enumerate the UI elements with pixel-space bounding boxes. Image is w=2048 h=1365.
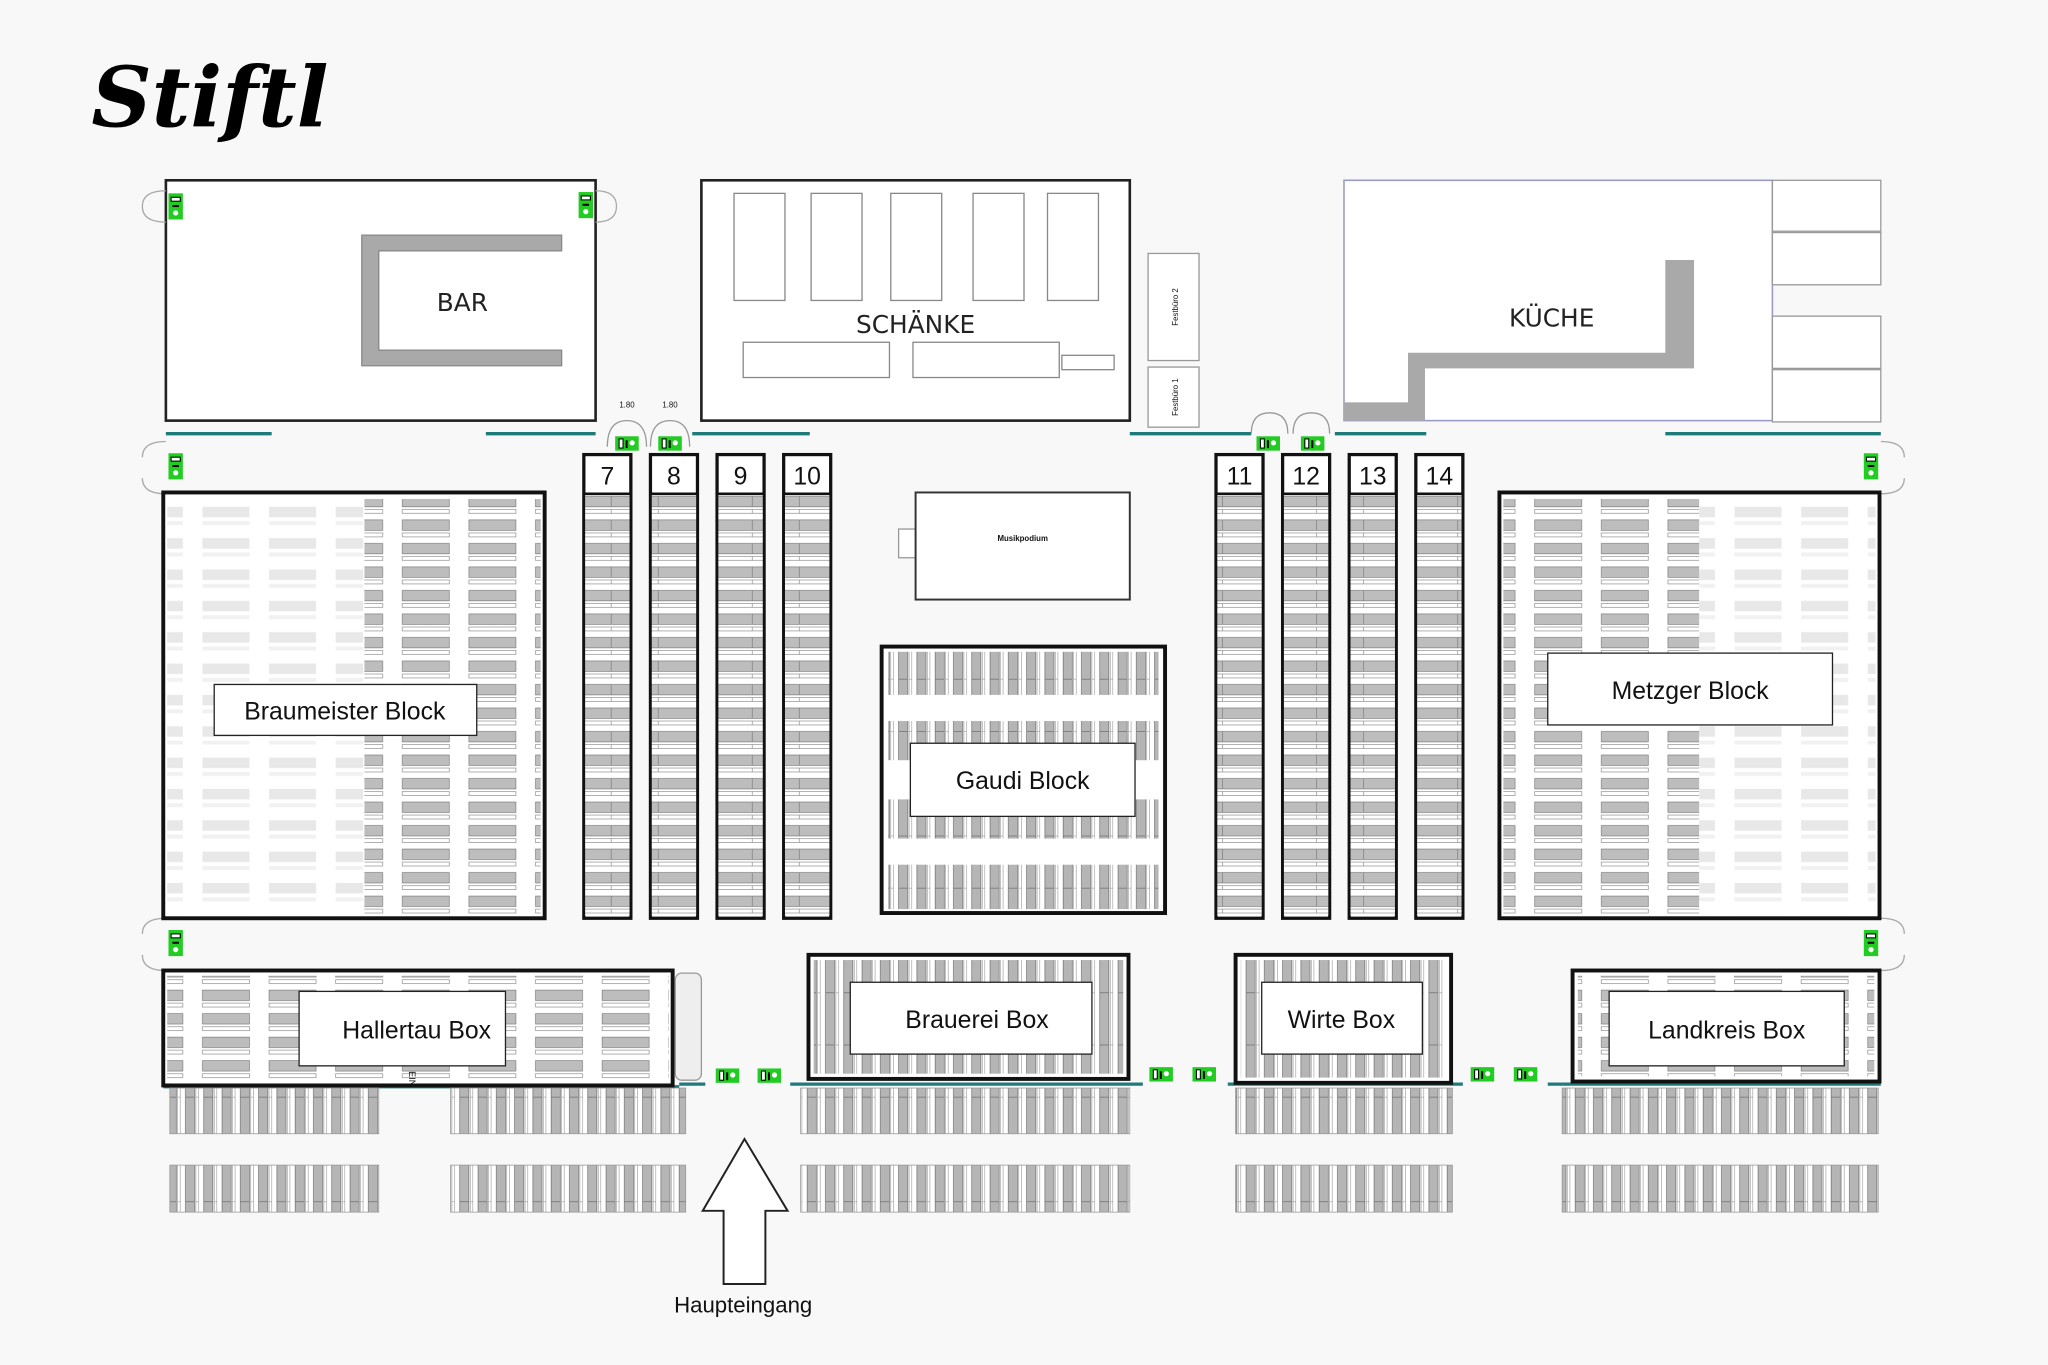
schaenke-room: SCHÄNKE xyxy=(700,178,1132,422)
kueche-label: KÜCHE xyxy=(1509,304,1594,333)
wirte-box[interactable]: Wirte Box xyxy=(1233,952,1454,1085)
table-row-10[interactable]: 10 xyxy=(782,452,833,920)
kueche-room: KÜCHE xyxy=(1343,179,1882,423)
door-icon xyxy=(1250,412,1331,434)
row-number: 8 xyxy=(667,464,681,491)
entrance-label: Haupteingang xyxy=(674,1293,812,1318)
schaenke-label: SCHÄNKE xyxy=(856,310,975,339)
landkreis-box[interactable]: Landkreis Box xyxy=(1570,968,1882,1084)
row-number: 12 xyxy=(1292,464,1320,491)
svg-text:EIN: EIN xyxy=(407,1071,417,1086)
hallertau-label: Hallertau Box xyxy=(342,1017,491,1044)
row-number: 14 xyxy=(1426,464,1454,491)
outdoor-tables xyxy=(169,1087,1879,1213)
door-icon xyxy=(595,190,618,223)
table-row-11[interactable]: 11 xyxy=(1214,452,1265,920)
door-icon xyxy=(606,419,691,447)
table-row-14[interactable]: 14 xyxy=(1414,452,1465,920)
braumeister-label: Braumeister Block xyxy=(244,699,446,726)
braumeister-block[interactable]: Braumeister Block xyxy=(161,490,547,921)
svg-text:1.80: 1.80 xyxy=(662,401,678,410)
exit-sign-icon xyxy=(577,191,594,219)
row-number: 7 xyxy=(600,464,614,491)
table-row-7[interactable]: 7 xyxy=(582,452,633,920)
bar-counter xyxy=(361,234,563,367)
table-row-12[interactable]: 12 xyxy=(1280,452,1332,920)
kitchen-counter xyxy=(1344,259,1695,421)
exit-sign-icon xyxy=(167,192,184,221)
bar-room: BAR xyxy=(141,178,618,422)
svg-text:Stiftl: Stiftl xyxy=(91,49,328,147)
brauerei-label: Brauerei Box xyxy=(905,1007,1049,1034)
hallertau-box[interactable]: Hallertau Box EIN xyxy=(161,968,703,1088)
metzger-block[interactable]: Metzger Block xyxy=(1497,490,1882,921)
festbuero-1: Festbüro 1 xyxy=(1147,366,1200,428)
gaudi-label: Gaudi Block xyxy=(956,768,1090,795)
row-number: 11 xyxy=(1227,464,1253,491)
row-number: 9 xyxy=(734,464,748,491)
row-number: 10 xyxy=(793,464,821,491)
wirte-label: Wirte Box xyxy=(1288,1007,1396,1034)
svg-text:Festbüro 2: Festbüro 2 xyxy=(1171,288,1180,325)
bar-label: BAR xyxy=(437,288,488,317)
festbuero-2: Festbüro 2 xyxy=(1147,252,1200,362)
brauerei-box[interactable]: Brauerei Box xyxy=(806,952,1131,1081)
stiftl-logo: Stiftl xyxy=(91,49,328,147)
arrow-up-icon xyxy=(700,1137,790,1285)
svg-text:Festbüro 1: Festbüro 1 xyxy=(1171,378,1180,415)
dimension-labels: 1.80 1.80 xyxy=(606,401,1331,447)
table-row-13[interactable]: 13 xyxy=(1347,452,1398,920)
door-icon xyxy=(141,190,166,223)
row-number: 13 xyxy=(1359,464,1387,491)
landkreis-label: Landkreis Box xyxy=(1648,1017,1806,1044)
svg-text:1.80: 1.80 xyxy=(619,401,635,410)
gaudi-block[interactable]: Gaudi Block xyxy=(879,644,1168,915)
svg-text:Musikpodium: Musikpodium xyxy=(997,534,1047,543)
table-row-8[interactable]: 8 xyxy=(648,452,700,920)
table-row-9[interactable]: 9 xyxy=(715,452,766,920)
exit-signs xyxy=(141,435,1905,1084)
musikpodium: Musikpodium xyxy=(897,491,1131,601)
metzger-label: Metzger Block xyxy=(1612,678,1770,705)
main-entrance: Haupteingang xyxy=(674,1137,812,1318)
numbered-rows: 7 8 9 10 11 12 13 14 xyxy=(582,452,1465,920)
